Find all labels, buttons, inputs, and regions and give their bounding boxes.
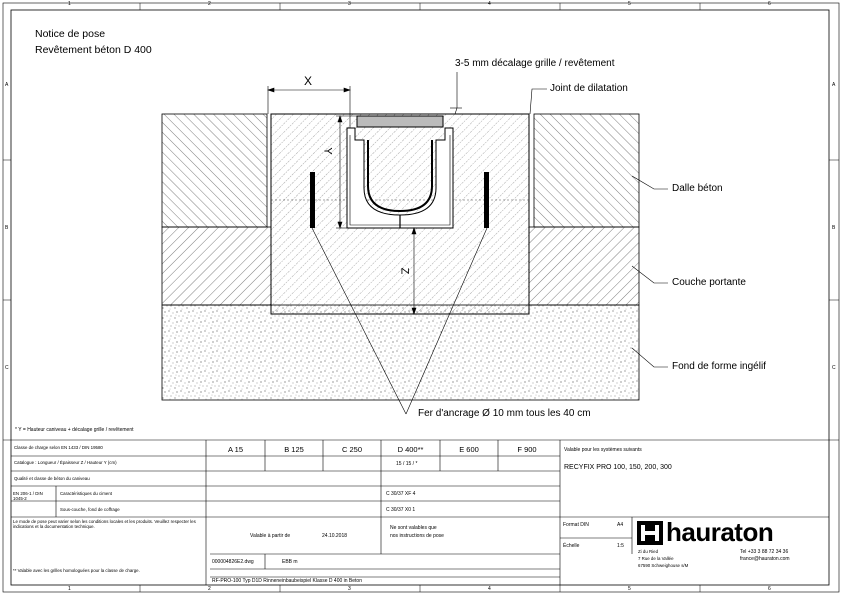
dimension-x [267,86,351,128]
company-address-2: 7 Rue de la Vallée [638,556,674,561]
dims-label: Catalogue : Longueur / Épaisseur Z / Hau… [14,460,117,465]
base-label: Couche portante [672,277,746,288]
row-label-a: A [5,82,9,88]
anchor-bar-right [484,172,489,228]
scale-value: 1:5 [617,543,624,549]
class-f900: F 900 [517,445,537,454]
col-label-6: 6 [768,1,771,7]
anchor-bar-left [310,172,315,228]
concrete-row1-value: C 30/37 XF 4 [386,491,416,497]
company-email: france@hauraton.com [740,556,790,562]
class-e600: E 600 [459,445,479,454]
class-d400: D 400** [397,445,424,454]
subgrade-label: Fond de forme ingélif [672,361,766,372]
valid-from-label: Valable à partir de [250,533,291,539]
scale-label: Échelle [563,543,580,549]
col-label-6-bottom: 6 [768,586,771,592]
dimension-y-label: Y [321,147,334,155]
company-phone: Tel +33 3 88 72 34 36 [740,549,789,555]
concrete-row2-label: Sous-couche, fond de coffrage [60,507,120,512]
col-label-4: 4 [488,1,491,7]
format-value: A4 [617,522,624,528]
concrete-row2-value: C 30/37 X0 1 [386,507,416,513]
company-address-3: 67590 Schweighouse s/M [638,563,689,568]
col-label-2: 2 [208,1,211,7]
footnote: * Y = Hauteur caniveau + décalage grille… [15,427,134,433]
company-name: hauraton [666,517,774,547]
company-address-1: Zi du Ried [638,549,659,554]
joint-label: Joint de dilatation [550,83,628,94]
title-block-lines [11,439,829,585]
row-label-b: B [5,225,9,231]
slab-label: Dalle béton [672,183,723,194]
offset-label: 3-5 mm décalage grille / revêtement [455,58,615,69]
file-name: 000004826E2.dwg [212,559,254,565]
title-line-1: Notice de pose [35,28,106,40]
row-label-c-right: C [832,365,836,371]
col-label-5-bottom: 5 [628,586,631,592]
slab-left [161,113,268,228]
norm-ref: EN 206-1 / DIN 1045-2 [13,491,43,501]
systems-value: RECYFIX PRO 100, 150, 200, 300 [564,464,672,471]
class-a15: A 15 [227,445,243,454]
valid-for-label: Valable pour les systèmes suivants [564,447,642,453]
concrete-bedding [270,113,530,315]
col-label-5: 5 [628,1,631,7]
author: EBB m [282,559,298,565]
format-label: Format DIN [563,522,589,528]
class-c250: C 250 [341,445,362,454]
dimension-y [336,115,357,229]
grate [356,115,444,128]
base-layer-left [161,226,272,306]
title-line-2: Revêtement béton D 400 [35,44,152,56]
row-label-a-right: A [832,82,836,88]
valid-from-date: 24.10.2018 [322,533,348,539]
notes-left: Le mode de pose peut varier selon les co… [13,519,196,529]
concrete-row1-label: Caractéristiques du ciment [60,491,112,496]
dimension-z [411,227,417,315]
dimension-z-label: Z [398,267,411,275]
drawing-title: RF-PRO-100 Typ D1D Rinneneinbaubeispiel … [212,578,362,584]
base-layer-right [528,226,640,306]
row-label-c: C [5,365,9,371]
load-class-label: Classe de charge selon EN 1433 / DIN 195… [14,445,103,450]
slab-right [533,113,640,228]
class-b125: B 125 [284,445,304,454]
channel-body [346,127,454,229]
dims-value: 15 / 15 / * [396,461,418,467]
col-label-3-bottom: 3 [348,586,351,592]
col-label-3: 3 [348,1,351,7]
hauraton-logo-icon [637,521,663,545]
grid-ticks [3,3,839,592]
concrete-label: Qualité et classe de béton du caniveau [14,476,90,481]
subgrade-layer [161,304,640,401]
anchor-label: Fer d'ancrage Ø 10 mm tous les 40 cm [418,408,591,419]
row-label-b-right: B [832,225,836,231]
dimension-x-label: X [304,74,313,88]
invalid-note-line1: Ne sont valables que [390,525,437,531]
invalid-note-line2: nos instructions de pose [390,533,444,539]
col-label-1: 1 [68,1,71,7]
col-label-1-bottom: 1 [68,586,71,592]
notes-left-2: ** Valable avec les grilles homologuées … [13,568,140,573]
col-label-4-bottom: 4 [488,586,491,592]
col-label-2-bottom: 2 [208,586,211,592]
